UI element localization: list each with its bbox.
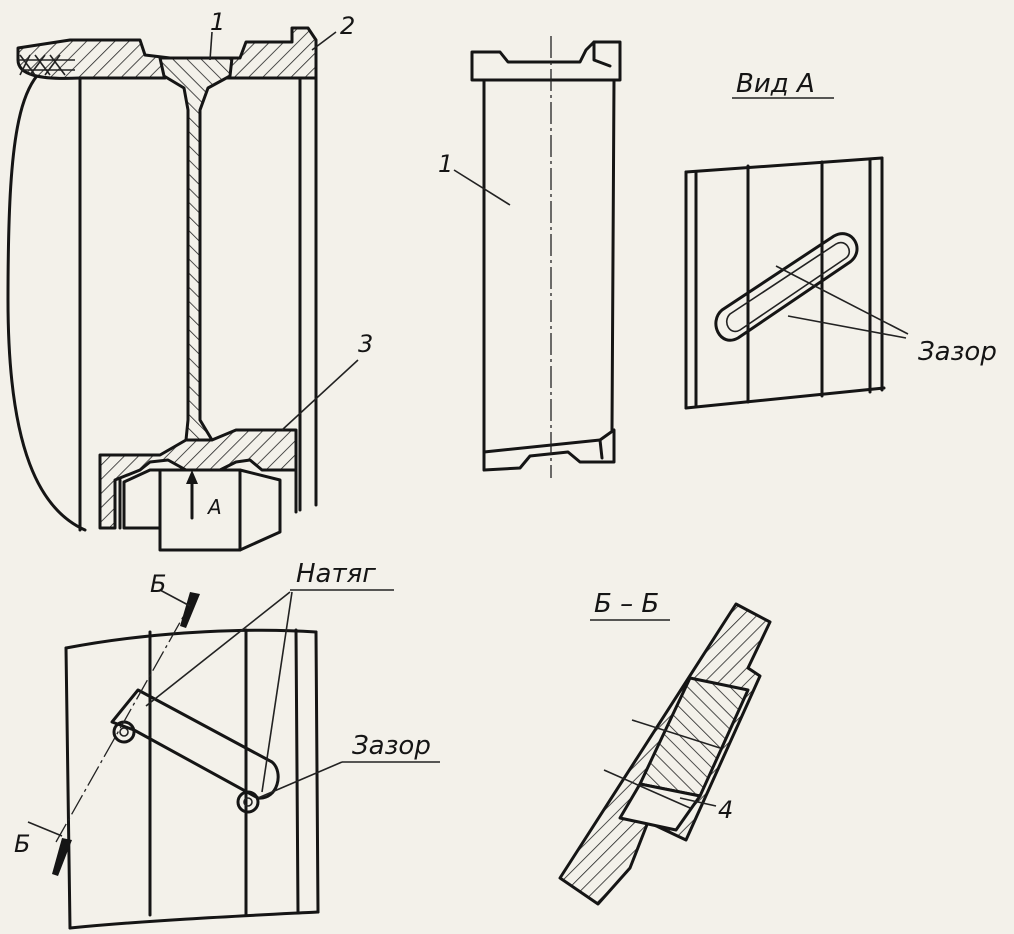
- part-1-label: 1: [210, 8, 225, 36]
- interference-label: Натяг: [296, 559, 376, 589]
- part-2-label: 2: [340, 12, 355, 40]
- section-line: [55, 593, 197, 843]
- gap-label-view-a: Зазор: [918, 337, 997, 367]
- view-a: Вид А Зазор: [684, 69, 997, 410]
- part-3-label: 3: [358, 330, 373, 358]
- view-a-title: Вид А: [736, 69, 815, 99]
- arrowhead-icon: [186, 470, 198, 484]
- slot-inner: [725, 241, 851, 333]
- section-pin: [618, 782, 702, 832]
- section-mark-bottom: Б: [14, 830, 30, 858]
- blade-view: 1: [438, 36, 622, 478]
- interference-view: Б Б Натяг Зазор: [14, 559, 440, 930]
- cross-section-view: 1 2 3 A: [6, 8, 373, 552]
- section-title: Б – Б: [594, 589, 659, 619]
- part-4-label: 4: [718, 796, 733, 824]
- interference-slot: [110, 688, 280, 800]
- slot-outer: [714, 232, 859, 342]
- part-1-blade-label: 1: [438, 150, 453, 178]
- arrow-a-label: A: [206, 495, 222, 519]
- right-pin-icon: [236, 790, 260, 814]
- section-mark-top: Б: [150, 570, 166, 598]
- gap-label-bottom: Зазор: [352, 731, 431, 761]
- section-b-b: Б – Б 4: [558, 589, 772, 906]
